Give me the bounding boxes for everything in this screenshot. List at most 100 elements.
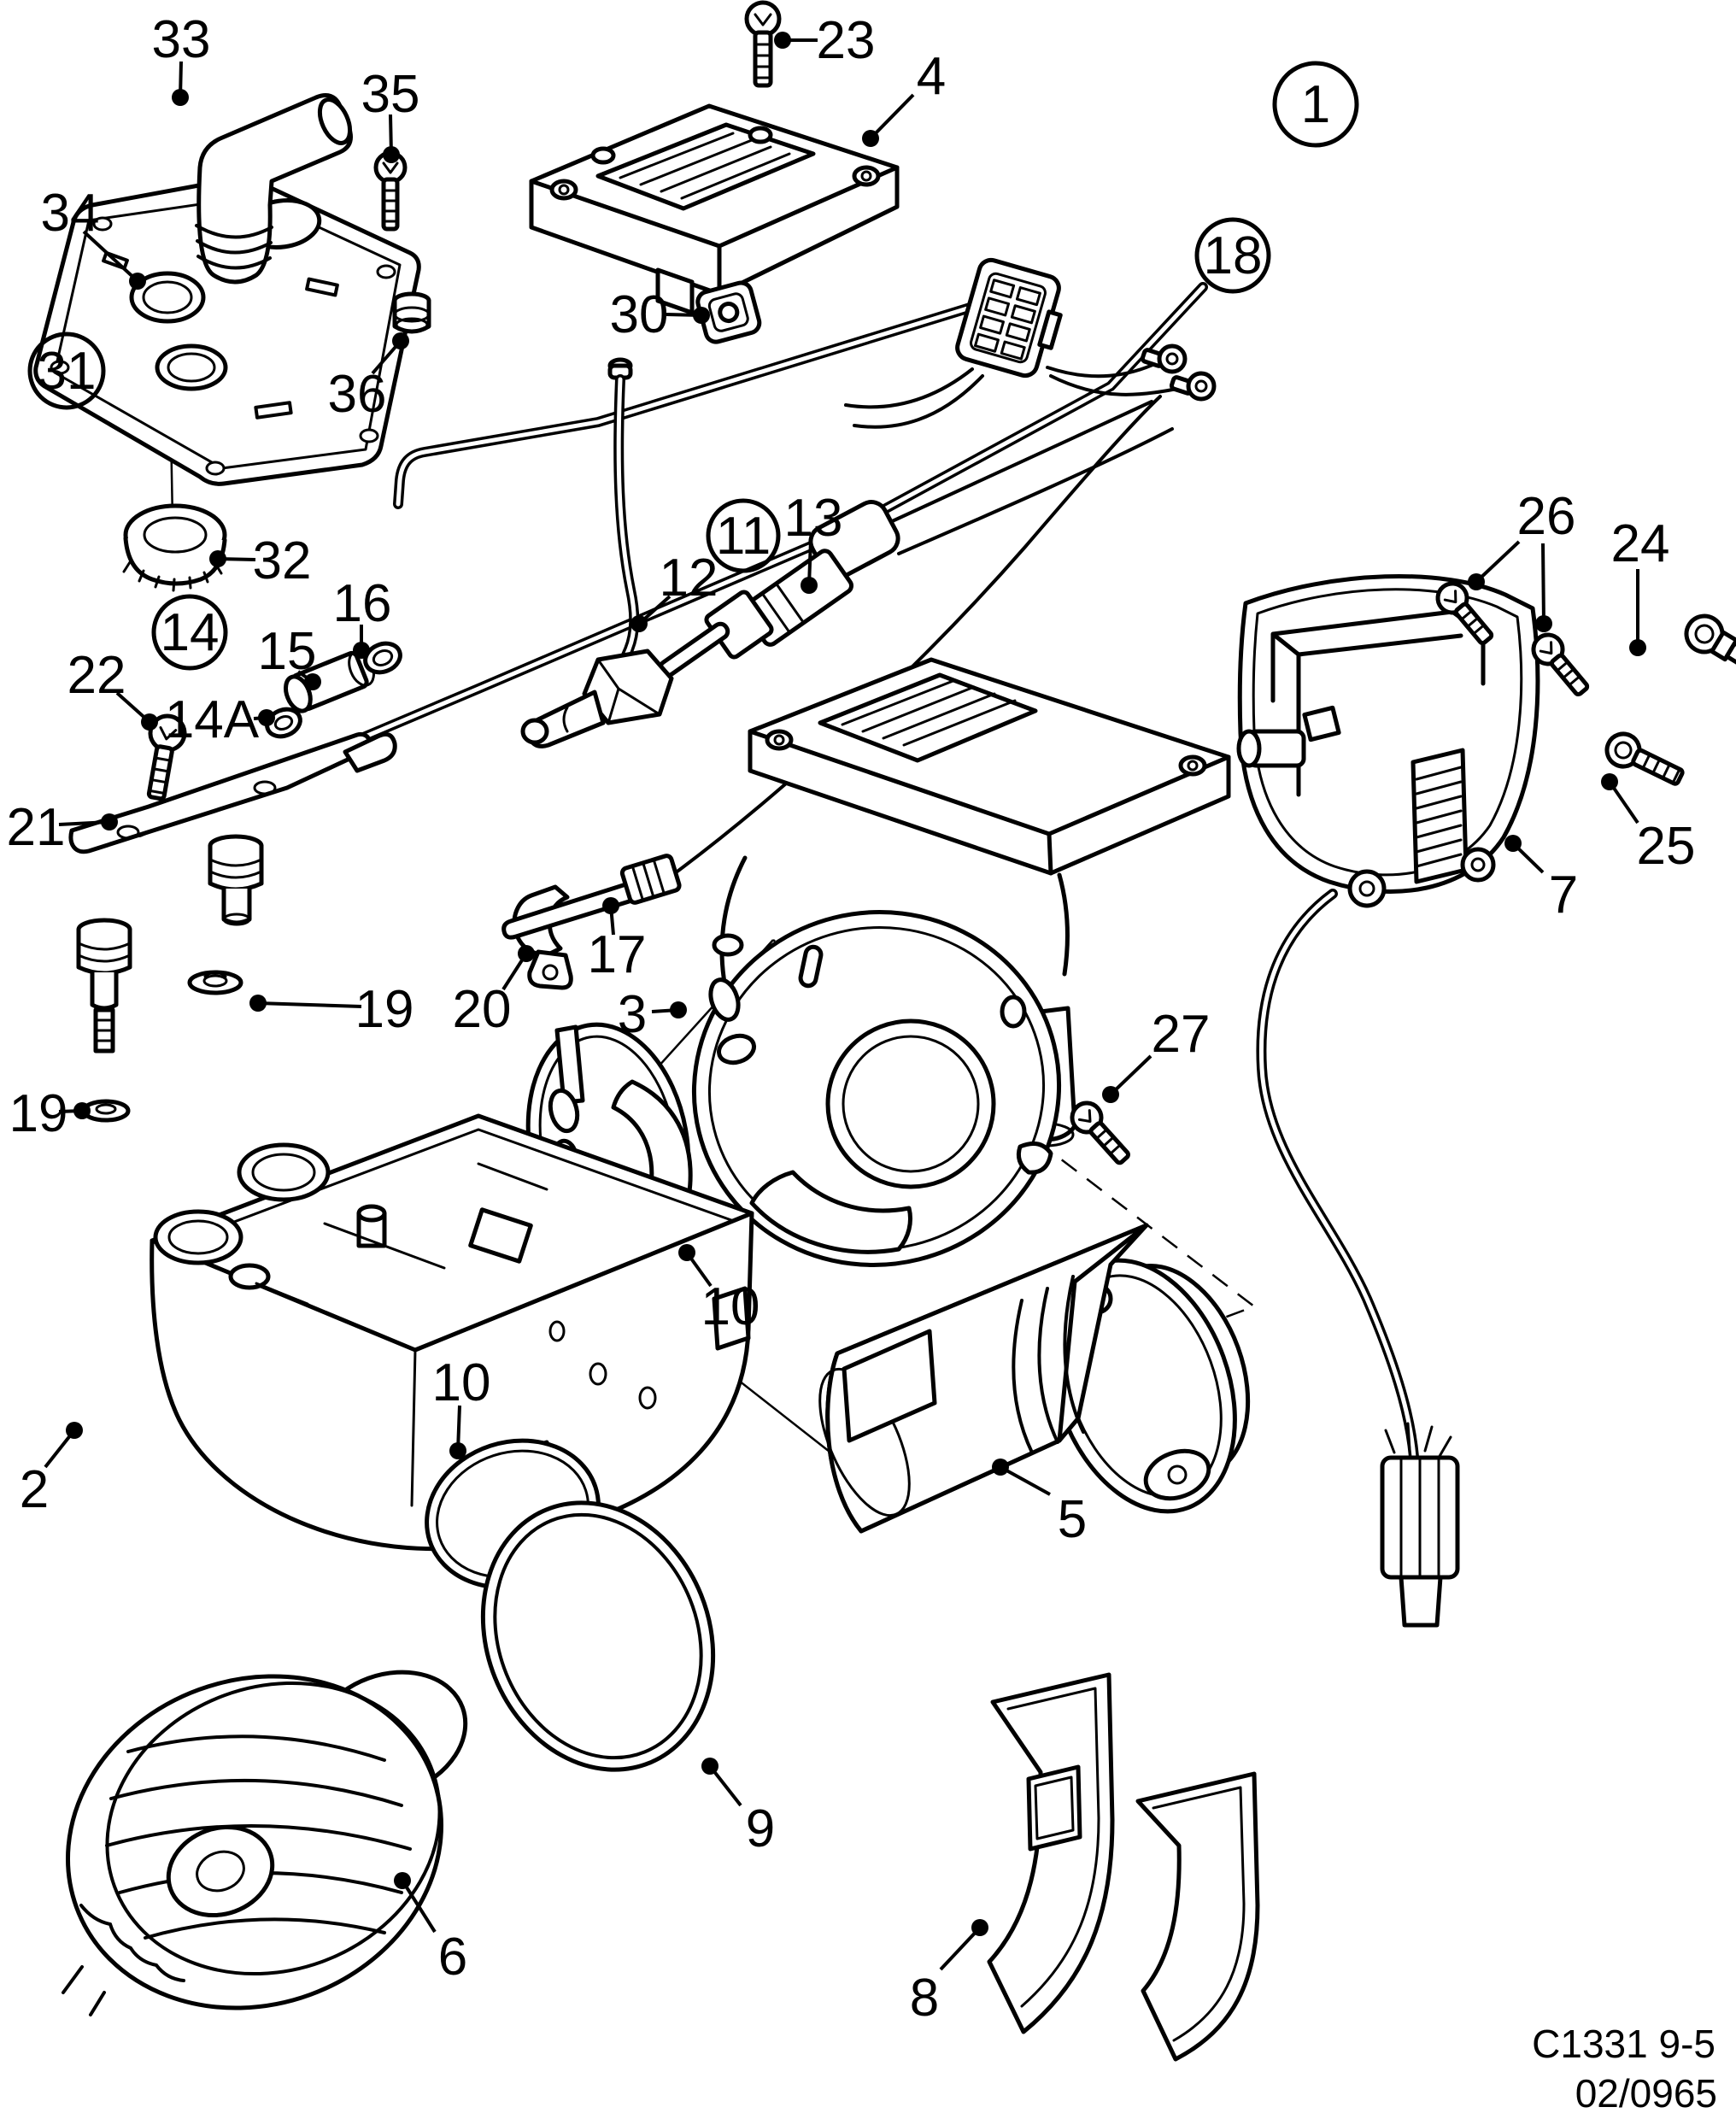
part-grommet-30 (695, 280, 762, 344)
callout-water-elbow: 33 (152, 10, 211, 69)
part-o-ring-9 (480, 1500, 716, 1772)
part-hose-clamp-32 (122, 503, 227, 592)
leader-dot-8 (971, 1919, 988, 1936)
callout-bracket-21: 21 (7, 798, 66, 857)
callout-heat-exchanger-2: 2 (20, 1460, 49, 1519)
callout-cover-plate-ref: 31 (38, 342, 97, 401)
leader-dot-14A (258, 709, 275, 726)
callout-clamp-20: 20 (453, 980, 512, 1039)
callout-bolt-24: 24 (1611, 514, 1670, 573)
callout-washer-14a: 14A (165, 690, 260, 749)
callout-screw-23: 23 (817, 11, 876, 70)
callout-glow-plug-13: 13 (784, 489, 843, 548)
part-screw-26a (1435, 581, 1494, 646)
part-screw-27 (1070, 1101, 1130, 1165)
callout-screw-22: 22 (67, 646, 126, 705)
callout-o-ring-9: 9 (746, 1799, 775, 1858)
leader-dot-10 (678, 1244, 695, 1261)
callout-grommet-30: 30 (610, 285, 669, 344)
callout-seal-34: 34 (41, 184, 100, 243)
ring-terminals (1140, 343, 1217, 402)
callout-fuel-pipe-12: 12 (660, 549, 718, 607)
ref-circle-18 (1194, 217, 1271, 294)
ref-circle-1 (1272, 61, 1359, 148)
part-o-ring-16 (363, 641, 402, 675)
leader-dot-16 (353, 642, 370, 659)
callout-cover-4: 4 (917, 47, 946, 106)
callout-sleeve-15: 15 (258, 622, 317, 681)
part-bolt-24 (1684, 613, 1736, 739)
ref-circle-31 (27, 332, 106, 410)
part-screw-23 (744, 0, 782, 88)
callout-harness-ref: 18 (1204, 226, 1263, 285)
leader-line-26 (1475, 540, 1521, 584)
leader-dot-15 (304, 673, 321, 690)
part-bracket-21 (68, 731, 397, 854)
leader-dot-6 (394, 1872, 411, 1889)
ref-circle-14 (151, 594, 228, 671)
leader-dot-22 (141, 713, 158, 731)
leader-line-4 (869, 93, 915, 140)
leader-dot-3 (670, 1001, 687, 1018)
part-fuel-pipe-12 (520, 357, 674, 748)
callout-screw-27: 27 (1152, 1005, 1211, 1064)
callout-gasket-10-upper: 10 (701, 1277, 760, 1336)
part-screw-26b (1531, 632, 1590, 697)
leader-dot-9 (701, 1758, 718, 1775)
leader-dot-10 (449, 1442, 466, 1459)
leader-dot-34 (129, 273, 146, 290)
callout-hose-clamp: 32 (253, 531, 312, 590)
leader-dot-19 (249, 995, 267, 1012)
callout-fuel-line-ref: 14 (161, 603, 220, 662)
leader-dot-33 (172, 89, 189, 106)
part-bushing-right (208, 834, 264, 926)
leader-dot-4 (862, 130, 879, 147)
callout-screw-26: 26 (1517, 487, 1576, 546)
leader-dot-12 (630, 615, 648, 632)
callout-screw-25: 25 (1637, 817, 1696, 876)
leader-dot-23 (774, 32, 791, 49)
part-screw-35 (373, 150, 408, 232)
leader-dot-26 (1535, 615, 1552, 632)
part-fan-6 (62, 1670, 468, 2016)
leader-dot-20 (518, 945, 535, 962)
callout-screw-35: 35 (361, 65, 420, 124)
leader-dot-19 (73, 1102, 91, 1119)
part-cover-plate-31 (33, 175, 421, 522)
leader-dot-36 (392, 332, 409, 349)
part-clamp-20 (512, 884, 573, 990)
seal-34-part (129, 271, 206, 324)
callout-plug-36: 36 (328, 365, 387, 424)
leader-dot-21 (101, 813, 118, 831)
leader-line-19 (257, 1001, 362, 1008)
leader-dot-24 (1629, 639, 1646, 656)
callout-gasket-10-lower: 10 (432, 1353, 491, 1412)
part-burner-3 (691, 657, 1231, 1267)
leader-dot-7 (1504, 835, 1522, 852)
callout-fan-6: 6 (438, 1928, 467, 1987)
cable-connector (1380, 1422, 1460, 1628)
leader-dot-5 (992, 1459, 1009, 1476)
leader-dot-13 (801, 577, 818, 594)
callout-heater-assembly-ref: 1 (1301, 75, 1330, 134)
sheet-code: C1331 9-5 (1532, 2022, 1715, 2066)
part-control-housing-7 (1236, 573, 1540, 1628)
leader-line-34 (82, 230, 139, 283)
part-combustion-tube-5 (818, 1223, 1251, 1534)
leader-dot-35 (383, 146, 400, 163)
callout-washer-19b: 19 (9, 1084, 68, 1143)
part-temp-sensor-17 (501, 395, 1162, 940)
leader-dot-32 (209, 550, 226, 567)
part-plug-36 (392, 291, 431, 334)
pump-harness (393, 301, 981, 509)
callout-bracket-8: 8 (910, 1969, 939, 2028)
callout-combustion-tube-5: 5 (1058, 1490, 1087, 1549)
leader-dot-26 (1468, 573, 1485, 590)
leader-line-27 (1109, 1054, 1152, 1096)
leader-dot-27 (1102, 1086, 1119, 1103)
ref-circle-11 (706, 498, 781, 573)
callout-temp-sensor-17: 17 (588, 925, 647, 984)
